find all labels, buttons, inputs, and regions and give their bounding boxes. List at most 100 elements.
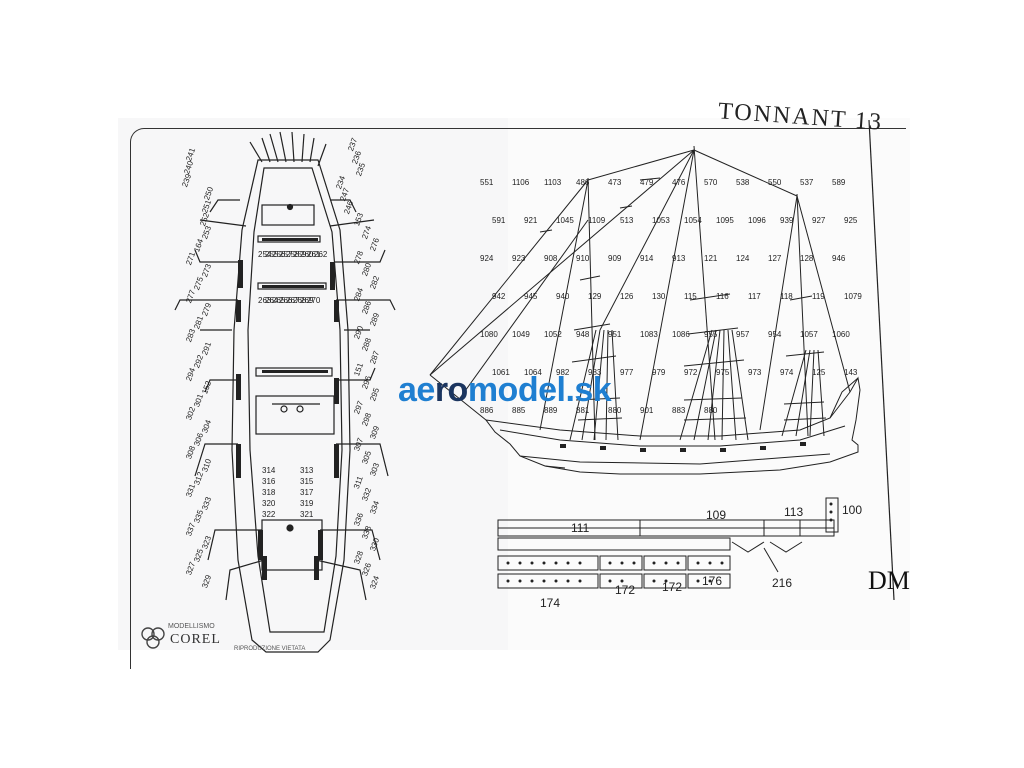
rigging-label: 914	[640, 254, 654, 263]
rigging-label: 124	[736, 254, 750, 263]
rigging-label: 880	[704, 406, 718, 415]
rigging-label: 885	[512, 406, 526, 415]
rigging-label: 1079	[844, 292, 862, 301]
deck-center-label: 258	[286, 250, 300, 259]
deck-center-label: 317	[300, 488, 314, 497]
rigging-label: 946	[832, 254, 846, 263]
deck-plan-drawing	[174, 131, 396, 653]
plan-border	[130, 128, 906, 669]
rigging-label: 880	[608, 406, 622, 415]
part-label-111: 111	[571, 521, 590, 535]
part-label-176: 176	[702, 574, 723, 588]
deck-center-label: 265	[272, 296, 286, 305]
rigging-label: 143	[844, 368, 858, 377]
watermark-part-2: ro	[434, 370, 469, 409]
rigging-label: 1061	[492, 368, 510, 377]
rigging-label: 883	[672, 406, 686, 415]
plan-sheet-right-page	[508, 118, 910, 650]
rigging-label: 116	[716, 292, 729, 301]
deck-center-label: 266	[279, 296, 293, 305]
rigging-label: 486	[576, 178, 590, 187]
rigging-label: 128	[800, 254, 814, 263]
rigging-label: 908	[544, 254, 558, 263]
deck-center-label: 256	[272, 250, 286, 259]
rigging-label: 948	[576, 330, 590, 339]
rigging-label: 127	[768, 254, 782, 263]
rigging-label: 881	[576, 406, 590, 415]
deck-center-label: 318	[262, 488, 276, 497]
deck-center-label: 268	[293, 296, 307, 305]
rigging-label: 479	[640, 178, 654, 187]
rigging-label: 973	[748, 368, 762, 377]
rigging-label: 1096	[748, 216, 766, 225]
logo-subtitle: MODELLISMO	[168, 623, 215, 630]
rigging-label: 1057	[800, 330, 818, 339]
deck-center-label: 262	[314, 250, 328, 259]
rigging-label: 1106	[512, 178, 530, 187]
rigging-label: 923	[512, 254, 526, 263]
rigging-label: 909	[608, 254, 622, 263]
rigging-label: 982	[556, 368, 570, 377]
rigging-label: 921	[524, 216, 538, 225]
rigging-label: 940	[556, 292, 570, 301]
deck-center-label: 264	[265, 296, 279, 305]
rigging-label: 901	[640, 406, 654, 415]
deck-center-label: 270	[307, 296, 321, 305]
rigging-label: 972	[684, 368, 698, 377]
rigging-label: 939	[780, 216, 794, 225]
rigging-label: 1052	[544, 330, 562, 339]
logo-name: COREL	[170, 632, 221, 647]
rigging-label: 476	[672, 178, 686, 187]
rigging-label: 1054	[684, 216, 702, 225]
rigging-label: 1109	[588, 216, 606, 225]
parts-strip-drawing	[497, 497, 839, 589]
deck-center-label: 260	[300, 250, 314, 259]
rigging-label: 1083	[640, 330, 658, 339]
rigging-label: 570	[704, 178, 718, 187]
deck-center-label: 314	[262, 466, 276, 475]
rigging-label: 954	[768, 330, 782, 339]
deck-center-label: 263	[258, 296, 272, 305]
rigging-label: 924	[480, 254, 494, 263]
deck-center-label: 255	[265, 250, 279, 259]
part-label-172-b: 172	[662, 580, 683, 594]
rigging-label: 1045	[556, 216, 574, 225]
rigging-label: 121	[704, 254, 718, 263]
deck-center-label: 322	[262, 510, 276, 519]
rigging-label: 975	[716, 368, 730, 377]
part-label-113: 113	[784, 505, 804, 519]
rigging-label: 118	[780, 292, 793, 301]
plan-sheet	[118, 118, 910, 650]
rigging-label: 925	[844, 216, 858, 225]
rigging-label: 126	[620, 292, 634, 301]
rigging-label: 115	[684, 292, 697, 301]
rigging-label: 1103	[544, 178, 562, 187]
rigging-label: 1080	[480, 330, 498, 339]
rigging-label: 974	[780, 368, 794, 377]
rigging-label: 129	[588, 292, 602, 301]
deck-center-label: 319	[300, 499, 314, 508]
deck-center-label: 315	[300, 477, 314, 486]
rigging-label: 130	[652, 292, 666, 301]
rigging-label: 886	[480, 406, 494, 415]
deck-center-label: 316	[262, 477, 276, 486]
rigging-label: 473	[608, 178, 622, 187]
rigging-label: 983	[588, 368, 602, 377]
rigging-label: 957	[736, 330, 750, 339]
deck-center-label: 313	[300, 466, 314, 475]
rigging-label: 927	[812, 216, 826, 225]
rigging-label: 537	[800, 178, 814, 187]
rigging-label: 589	[832, 178, 846, 187]
rigging-label: 1053	[652, 216, 670, 225]
rigging-label: 945	[524, 292, 538, 301]
rigging-label: 913	[672, 254, 686, 263]
logo-footer: RIPRODUZIONE VIETATA	[234, 646, 306, 652]
rigging-label: 125	[812, 368, 826, 377]
rigging-label: 1060	[832, 330, 850, 339]
corel-logo-icon	[141, 627, 165, 649]
part-label-216: 216	[772, 576, 793, 590]
rigging-label: 910	[576, 254, 590, 263]
deck-center-label: 269	[300, 296, 314, 305]
rigging-label: 538	[736, 178, 750, 187]
